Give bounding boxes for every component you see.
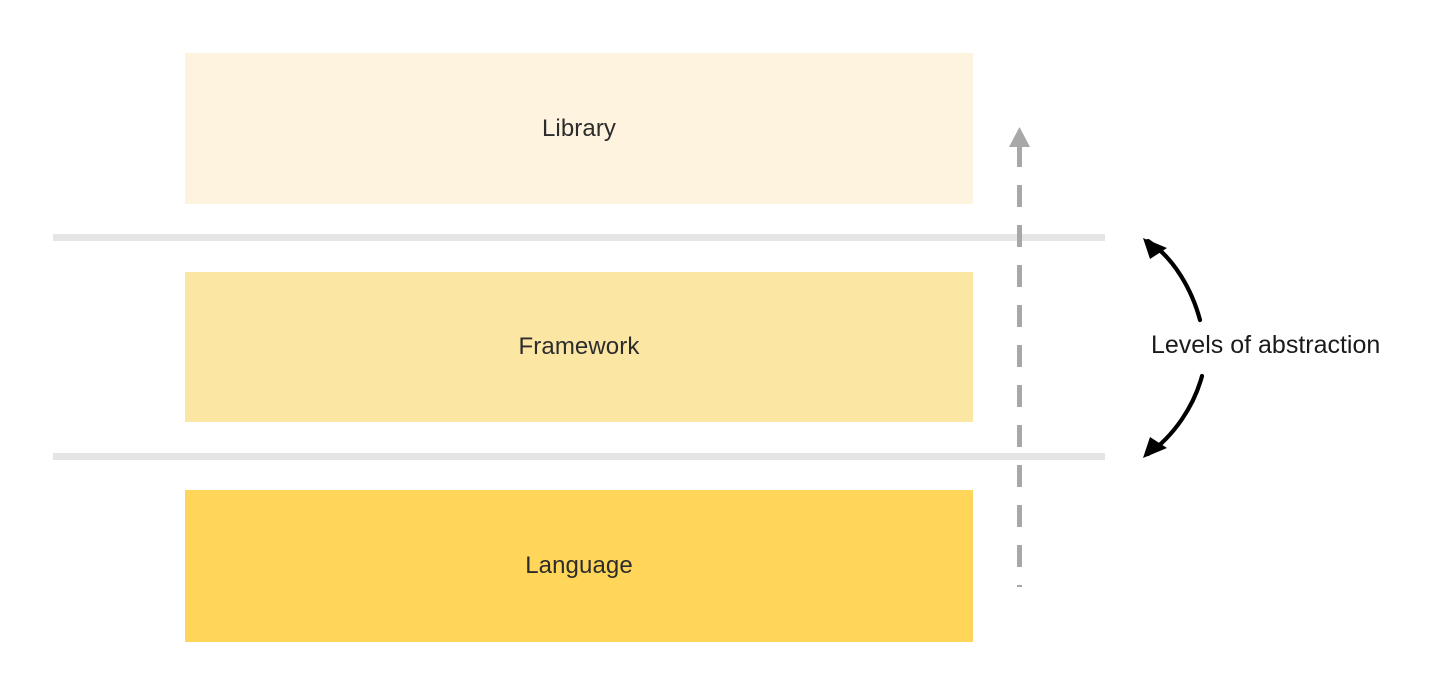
layer-box-language[interactable]: Language: [185, 490, 973, 642]
layer-label-framework: Framework: [518, 333, 640, 360]
layer-label-library: Library: [541, 114, 617, 142]
annotation-label-levels-of-abstraction: Levels of abstraction: [1151, 331, 1381, 359]
layer-box-library[interactable]: Library: [185, 53, 973, 204]
divider-library-framework: [53, 234, 1105, 241]
curved-arrow-down-icon: [1143, 373, 1205, 458]
layer-label-language: Language: [525, 552, 633, 579]
abstraction-axis-arrow-icon: [1009, 127, 1030, 587]
divider-framework-language: [53, 453, 1105, 460]
layer-box-framework[interactable]: Framework: [185, 272, 973, 422]
curved-arrow-up-icon: [1143, 238, 1203, 323]
